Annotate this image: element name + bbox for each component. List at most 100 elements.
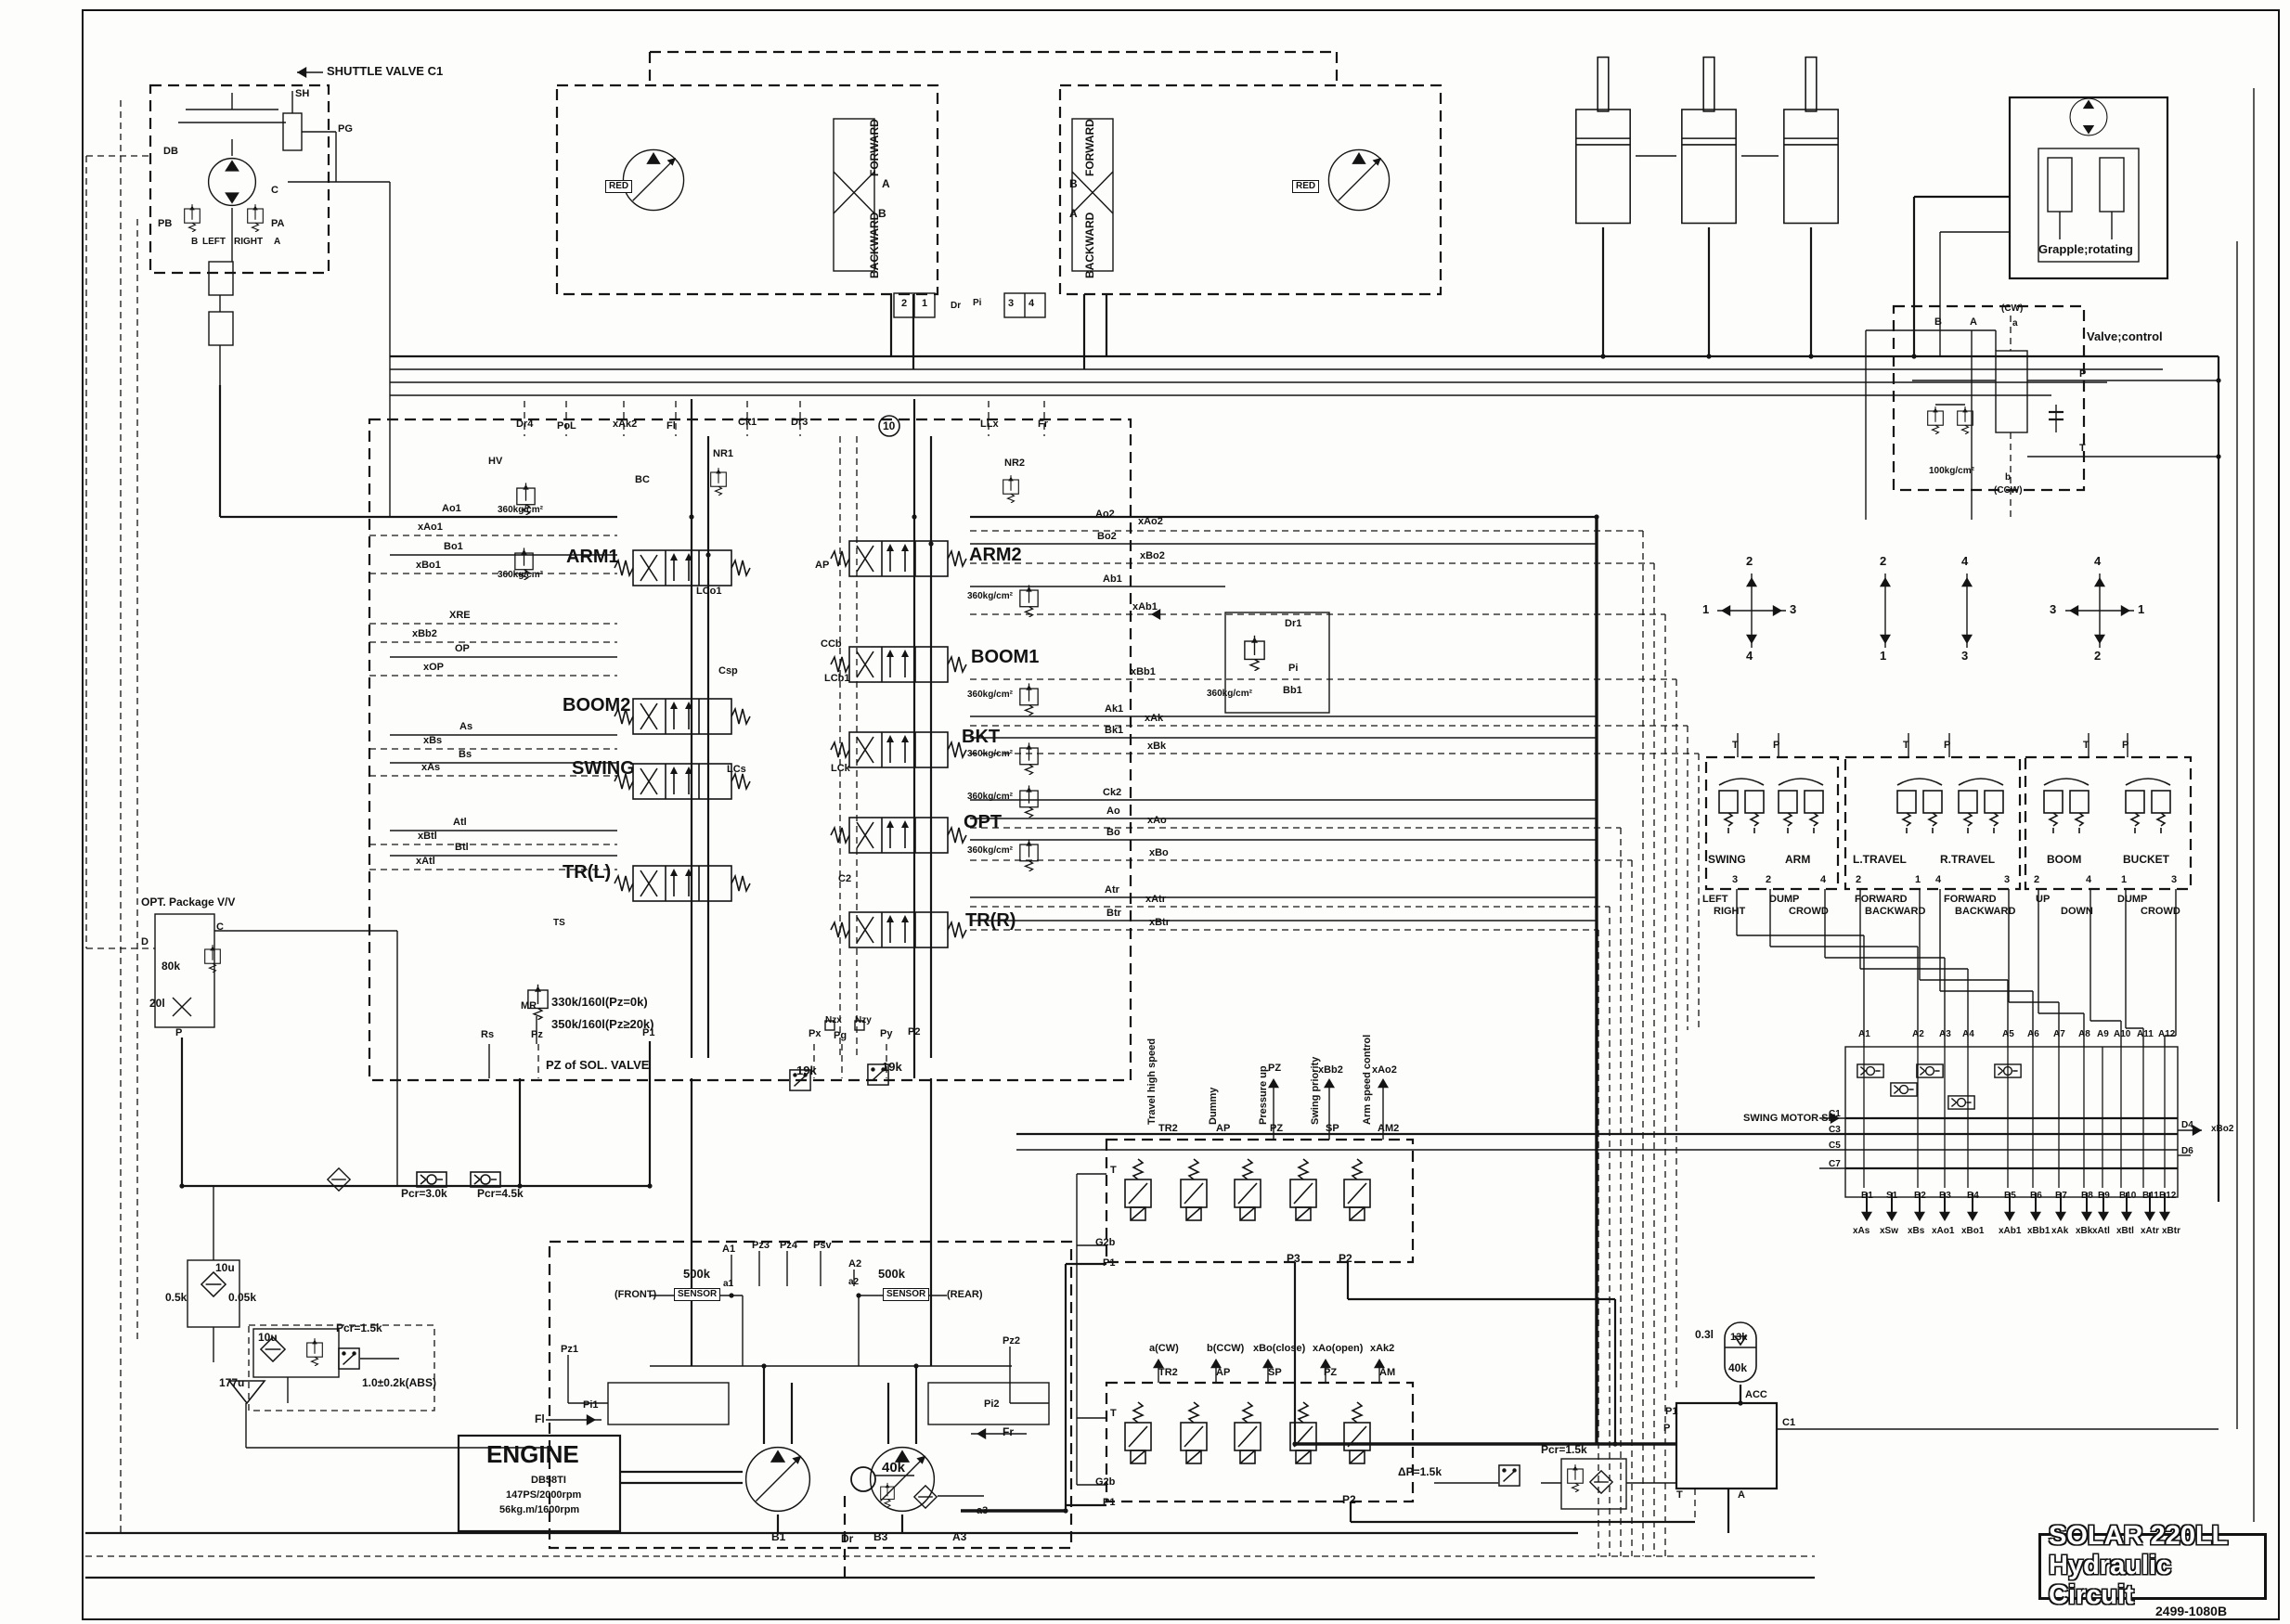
solenoid-upper-label: AP <box>1216 1123 1231 1134</box>
shuttle-manifold-label: B4 <box>1967 1191 1979 1201</box>
solenoid-lower-label: G2b <box>1095 1476 1116 1488</box>
pilot-valve-icon <box>1718 778 1765 833</box>
pilot-valves-label: 3 <box>2004 874 2011 885</box>
travel-left-label: 4 <box>1029 298 1035 309</box>
left-bank-label: ARM1 <box>566 547 619 567</box>
annotation-label: PZ of SOL. VALVE <box>546 1058 650 1072</box>
solenoid-valve-icon <box>1180 1158 1208 1221</box>
accumulator-label: 40k <box>1728 1361 1748 1374</box>
wire <box>2069 605 2079 616</box>
engine-pumps-label: 40k <box>882 1460 906 1476</box>
shuttle-manifold-label: B1 <box>1861 1191 1873 1201</box>
right-bank-label: xAb1 <box>1132 601 1158 612</box>
pilot-valves-label: 2 <box>2034 874 2040 885</box>
travel-left-label: A <box>882 177 890 190</box>
solenoid-upper-label: Arm speed control <box>1362 1034 1373 1125</box>
wire <box>1105 1381 1415 1503</box>
right-bank-label: xBo <box>1149 847 1169 858</box>
solenoid-upper-label: SP <box>1326 1123 1339 1134</box>
travel-left-label: Dr <box>951 301 962 311</box>
left-bank-label: TS <box>553 918 565 928</box>
engine-pumps-label: 56kg.m/1600rpm <box>499 1504 580 1515</box>
solenoid-upper-label: xBb2 <box>1318 1064 1343 1076</box>
check-valve-icon <box>470 1171 501 1188</box>
solenoid-lower-label: a(CW) <box>1149 1343 1179 1354</box>
wire <box>977 1428 987 1439</box>
shuttle-manifold-label: A1 <box>1858 1029 1870 1039</box>
travel-right-label: B <box>1069 177 1078 190</box>
solenoid-lower-label: T <box>1110 1408 1117 1419</box>
wire <box>368 418 1132 1082</box>
wire <box>705 552 711 558</box>
wire <box>1153 1359 1164 1369</box>
shuttle-manifold-label: A3 <box>1939 1029 1951 1039</box>
shuttle-manifold-label: xAk <box>2051 1226 2069 1236</box>
pilot-valves-label: DUMP <box>1769 894 1800 905</box>
valve-bottom-label: Nzy <box>855 1015 872 1025</box>
valve-top-label: Fl <box>666 420 676 432</box>
wire <box>1746 577 1757 587</box>
left-bank-label: Btl <box>455 842 469 853</box>
travel-pump-left-icon <box>622 148 685 212</box>
valve-bottom-label: 19k <box>882 1060 902 1074</box>
wire <box>1911 354 1917 359</box>
engine-pumps-label: (FRONT) <box>615 1289 657 1300</box>
travel-left-label: 2 <box>901 298 908 309</box>
swing-unit-label: B <box>191 237 199 247</box>
relief-valve-icon <box>1019 584 1039 617</box>
shuttle-manifold-label: B2 <box>1914 1191 1926 1201</box>
solenoid-valve-icon <box>1180 1401 1208 1464</box>
shuttle-manifold-label: xAs <box>1853 1226 1870 1236</box>
relief-valve-icon <box>1927 406 1944 434</box>
wire <box>2216 454 2221 459</box>
wire <box>1746 634 1757 644</box>
accumulator-label: ΔP=1.5k <box>1398 1465 1442 1478</box>
travel-left-label: FORWARD <box>868 119 881 176</box>
right-bank-label: xBo2 <box>1140 550 1165 561</box>
wire <box>208 311 234 346</box>
pilot-valves-label: R.TRAVEL <box>1940 853 1996 866</box>
wire <box>172 997 192 1017</box>
wire <box>1967 1211 1978 1221</box>
shuttle-check-icon <box>1857 1063 1884 1078</box>
engine-pumps-label: Pi2 <box>984 1398 1000 1410</box>
left-bank-label: LCs <box>727 764 746 775</box>
pilot-valves-label: 2 <box>1766 874 1772 885</box>
shuttle-check-icon <box>1947 1095 1975 1110</box>
left-bank-label: Bs <box>459 749 472 760</box>
wire <box>1880 577 1891 587</box>
solenoid-lower-label: TR2 <box>1158 1367 1178 1378</box>
pilot-valves-label: 4 <box>2086 874 2092 885</box>
travel-right-label: FORWARD <box>1083 119 1096 176</box>
wire <box>2024 755 2193 891</box>
wire <box>2144 1211 2155 1221</box>
right-bank-label: Ab1 <box>1103 574 1122 585</box>
accumulator-label: T <box>1676 1489 1683 1501</box>
valve-control-label: B <box>1934 316 1942 328</box>
right-bank-label: BOOM1 <box>971 647 1040 667</box>
right-bank-label: 360kg/cm² <box>967 591 1013 601</box>
engine-pumps-label: 500k <box>683 1267 710 1281</box>
shuttle-manifold-label: A9 <box>2097 1029 2109 1039</box>
pilot-valves-label: P <box>1944 740 1951 751</box>
filter-icon <box>201 1271 226 1297</box>
pilot-valve-icon <box>1896 778 1943 833</box>
shuttle-manifold-label: A5 <box>2002 1029 2014 1039</box>
valve-bottom-label: P1 <box>642 1027 655 1038</box>
pilot-valves-label: 3 <box>1732 874 1739 885</box>
shuttle-manifold-label: B5 <box>2004 1191 2016 1201</box>
left-bank-label: Ao1 <box>442 503 461 514</box>
shuttle-manifold-label: xBk <box>2076 1226 2093 1236</box>
valve-bottom-label: Pg <box>834 1030 847 1041</box>
direction-cross-label: 2 <box>1880 554 1887 568</box>
check-valve-icon <box>416 1171 447 1188</box>
wire <box>2055 1211 2066 1221</box>
travel-left-label: Pi <box>973 298 982 308</box>
right-bank-label: 360kg/cm² <box>967 749 1013 759</box>
main-pump-rear-icon <box>869 1446 936 1513</box>
right-bank-label: Ao <box>1106 806 1120 817</box>
wire <box>1612 1441 1618 1447</box>
valve-control-label: (CCW) <box>1994 485 2023 496</box>
option-spool-icon <box>830 817 967 854</box>
valve-bottom-label: Rs <box>481 1029 495 1040</box>
